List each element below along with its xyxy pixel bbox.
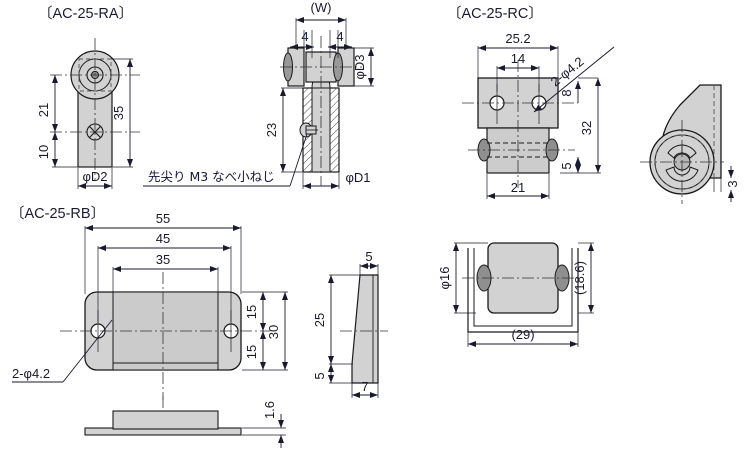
view-title-rc: 〔AC-25-RC〕: [447, 5, 543, 22]
ra-side-dimensions: (W) 4 4 φD3 23 φD1: [264, 0, 374, 189]
rb-elev-boss: [112, 410, 219, 430]
dim-text-35: 35: [111, 106, 126, 120]
view-title-ra: 〔AC-25-RA〕: [38, 5, 133, 22]
rb-ramp-profile: [351, 274, 379, 384]
view-rb-elevation: 1.6: [84, 396, 286, 448]
rb-section-dimensions: 5 25 5 7: [312, 249, 379, 398]
dim-text-5-top: 5: [365, 249, 372, 264]
view-rb-section: [340, 274, 388, 384]
dim-text-5-rc: 5: [559, 162, 574, 169]
dim-text-phi16: φ16: [437, 267, 452, 290]
rc-side-spoke-b: [667, 144, 683, 159]
rc-side-spoke-a: [681, 144, 697, 159]
dim-text-2phi42-rb: 2-φ4.2: [12, 366, 50, 381]
rc-bottom-bracket-outer: [467, 248, 579, 333]
view-rc-bottom: φ16 (18.6) (29): [437, 242, 594, 347]
rc-bottom-bracket-inner: [473, 248, 573, 327]
view-rb-plan: [60, 272, 270, 400]
ra-front-dimensions: 21 10 35 φD2: [36, 58, 133, 189]
view-ra-side: [280, 36, 362, 186]
dim-text-4-left: 4: [301, 29, 308, 44]
rb-plan-dimensions: 55 45 35 15 15 30 2-φ4.2: [12, 211, 288, 383]
dim-text-phiD3: φD3: [352, 54, 367, 79]
view-rc-front: [462, 60, 578, 188]
dim-text-W: (W): [311, 0, 332, 15]
note-text-screw: 先尖り M3 なべ小ねじ: [148, 169, 275, 184]
dim-text-35-rb: 35: [156, 252, 170, 267]
rc-side-spoke-c: [665, 166, 699, 182]
dim-text-phiD1: φD1: [345, 170, 370, 185]
dim-text-25: 25: [312, 313, 327, 327]
ra-screw-note: 先尖り M3 なべ小ねじ: [143, 133, 308, 187]
dim-text-186: (18.6): [572, 261, 587, 295]
dim-text-5-bottom: 5: [312, 372, 327, 379]
view-ra-front: [50, 38, 140, 180]
dim-text-23: 23: [264, 123, 279, 137]
rc-hole-leader: [533, 46, 615, 113]
dim-text-7: 7: [361, 379, 368, 394]
dim-text-3: 3: [725, 180, 740, 187]
dim-text-32: 32: [579, 121, 594, 135]
dim-text-45: 45: [156, 231, 170, 246]
dim-text-29: (29): [511, 327, 534, 342]
dim-text-15-bottom: 15: [244, 345, 259, 359]
dim-text-8: 8: [559, 89, 574, 96]
dim-text-1p6: 1.6: [262, 401, 277, 419]
note-leader: [289, 133, 308, 187]
dim-text-30: 30: [266, 325, 281, 339]
dim-text-4-right: 4: [336, 29, 343, 44]
dim-text-10: 10: [36, 145, 51, 159]
dim-text-21-rc: 21: [511, 180, 525, 195]
dim-text-15-top: 15: [244, 305, 259, 319]
view-title-rb: 〔AC-25-RB〕: [10, 205, 105, 222]
view-rc-side: 3: [640, 84, 740, 204]
dim-text-55: 55: [156, 211, 170, 226]
dim-text-21: 21: [36, 103, 51, 117]
rb-hole-leader: [62, 319, 113, 383]
dim-text-14: 14: [511, 51, 525, 66]
dim-text-phiD2: φD2: [82, 169, 107, 184]
dim-text-252: 25.2: [505, 31, 530, 46]
